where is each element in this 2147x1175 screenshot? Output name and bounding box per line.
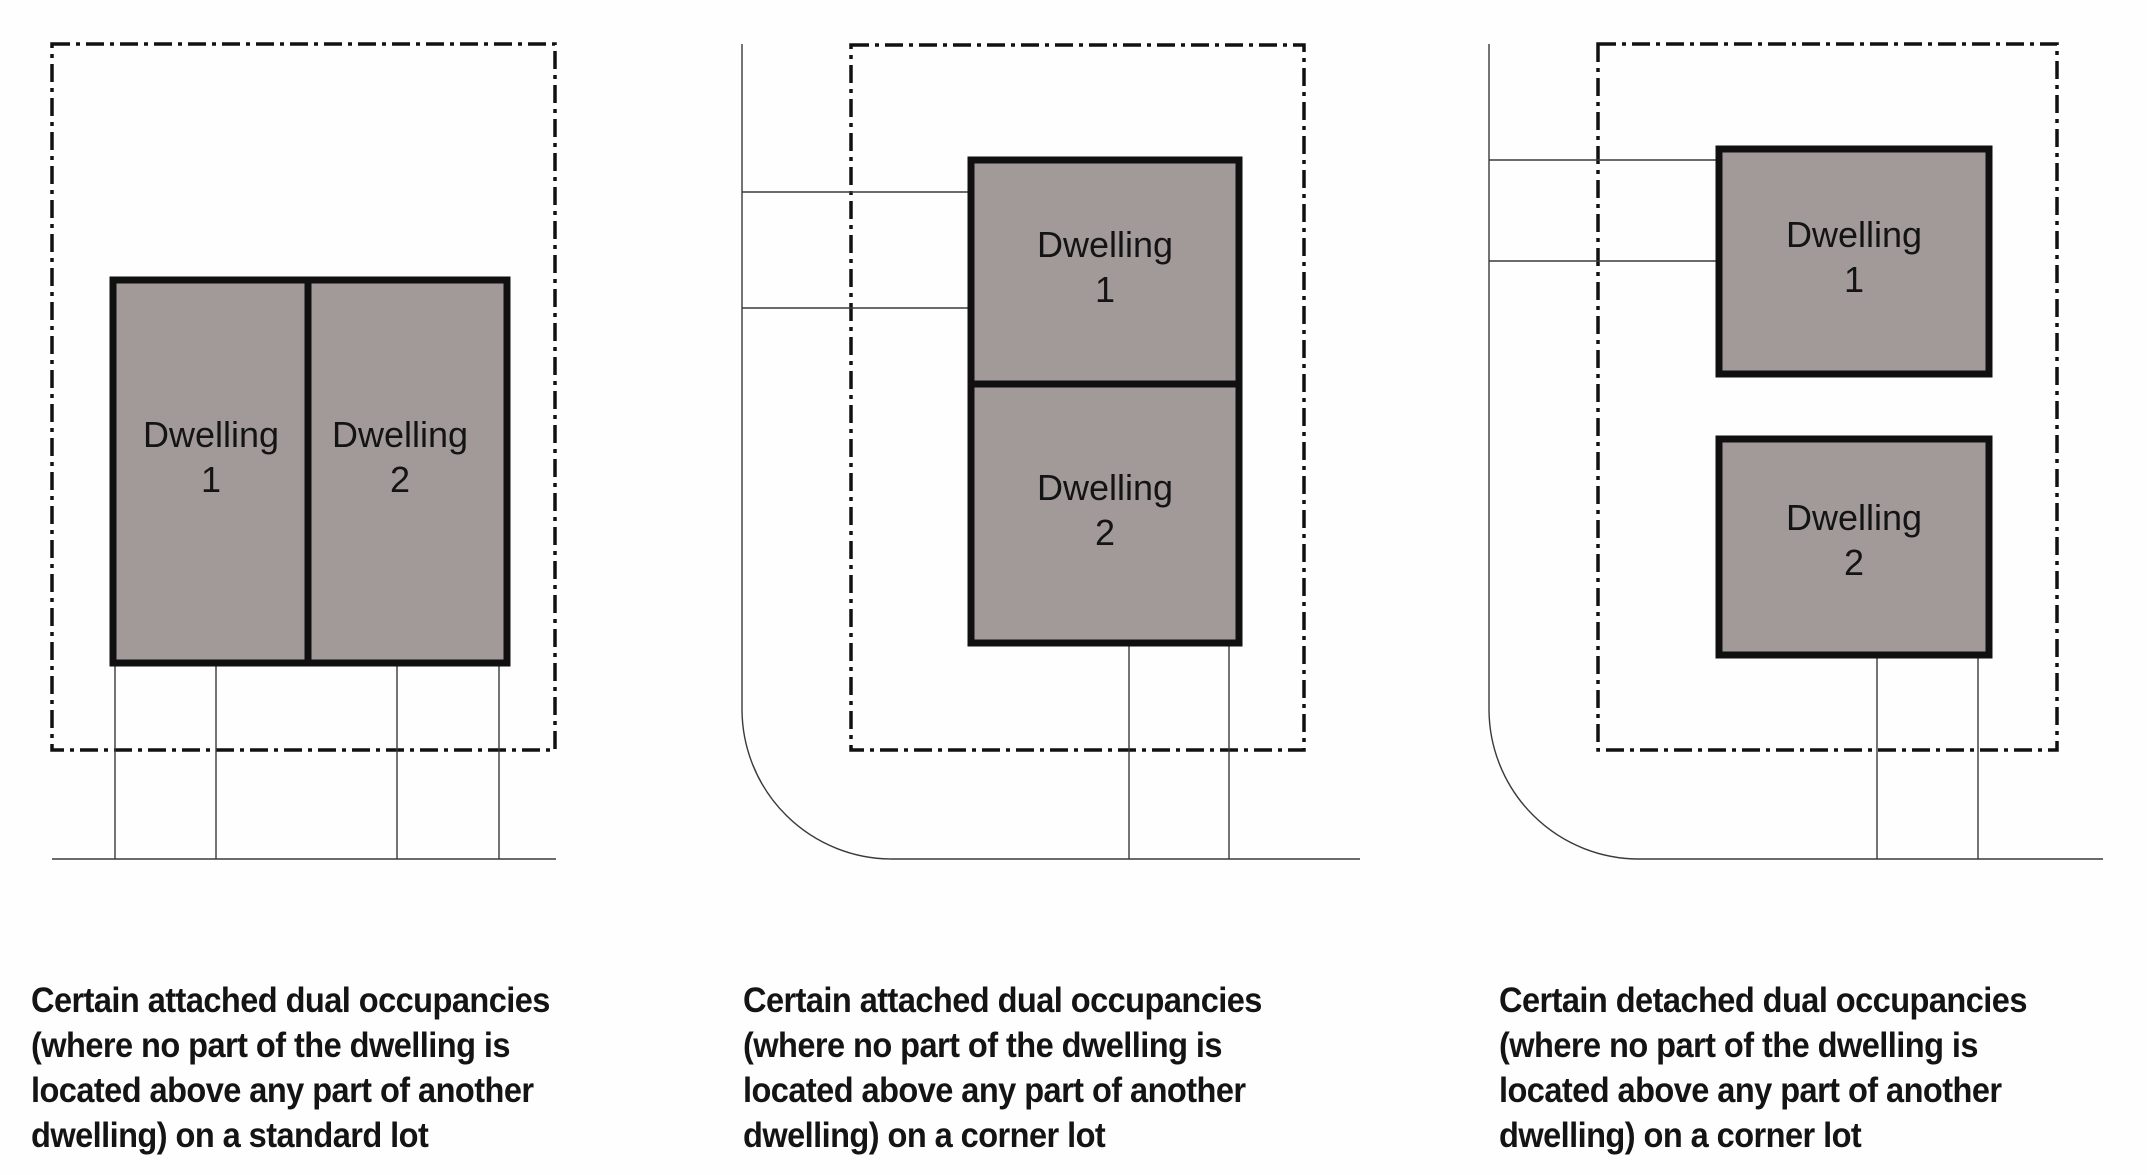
caption-line: (where no part of the dwelling is bbox=[743, 1026, 1222, 1065]
caption-line: dwelling) on a corner lot bbox=[743, 1116, 1106, 1155]
caption-line: located above any part of another bbox=[1499, 1071, 2002, 1110]
caption-line: (where no part of the dwelling is bbox=[1499, 1026, 1978, 1065]
dwelling-1-number: 1 bbox=[1844, 259, 1864, 300]
dwelling-2-number: 2 bbox=[1095, 512, 1115, 553]
dwelling-2-number: 2 bbox=[390, 459, 410, 500]
street-corner-line bbox=[741, 44, 1360, 860]
dwelling-2-label: Dwelling bbox=[332, 414, 468, 455]
panel-corner-lot-detached: Dwelling 1 Dwelling 2 bbox=[1488, 42, 2103, 860]
caption-line: Certain detached dual occupancies bbox=[1499, 981, 2027, 1020]
caption-line: (where no part of the dwelling is bbox=[31, 1026, 510, 1065]
dwelling-2-number: 2 bbox=[1844, 542, 1864, 583]
caption-corner-lot-attached: Certain attached dual occupancies (where… bbox=[743, 978, 1262, 1158]
dwelling-2-label: Dwelling bbox=[1786, 497, 1922, 538]
caption-line: dwelling) on a standard lot bbox=[31, 1116, 429, 1155]
building-footprint bbox=[967, 156, 1243, 647]
panel-corner-lot-attached: Dwelling 1 Dwelling 2 bbox=[741, 43, 1360, 860]
caption-corner-lot-detached: Certain detached dual occupancies (where… bbox=[1499, 978, 2027, 1158]
caption-line: Certain attached dual occupancies bbox=[743, 981, 1262, 1020]
caption-line: dwelling) on a corner lot bbox=[1499, 1116, 1862, 1155]
dwelling-2-footprint bbox=[1715, 435, 1993, 659]
caption-standard-lot-attached: Certain attached dual occupancies (where… bbox=[31, 978, 550, 1158]
caption-line: located above any part of another bbox=[743, 1071, 1246, 1110]
lot-boundary bbox=[50, 42, 557, 752]
dwelling-1-label: Dwelling bbox=[1037, 224, 1173, 265]
lot-boundary bbox=[1596, 42, 2059, 752]
dwelling-1-number: 1 bbox=[201, 459, 221, 500]
street-corner-line bbox=[1488, 44, 2103, 860]
dwelling-1-label: Dwelling bbox=[1786, 214, 1922, 255]
dwelling-2-label: Dwelling bbox=[1037, 467, 1173, 508]
panel-standard-lot-attached: Dwelling 1 Dwelling 2 bbox=[50, 42, 557, 860]
dwelling-1-footprint bbox=[1715, 145, 1993, 378]
dwelling-1-label: Dwelling bbox=[143, 414, 279, 455]
lot-boundary bbox=[849, 43, 1306, 752]
dwelling-1-number: 1 bbox=[1095, 269, 1115, 310]
caption-line: Certain attached dual occupancies bbox=[31, 981, 550, 1020]
caption-line: located above any part of another bbox=[31, 1071, 534, 1110]
